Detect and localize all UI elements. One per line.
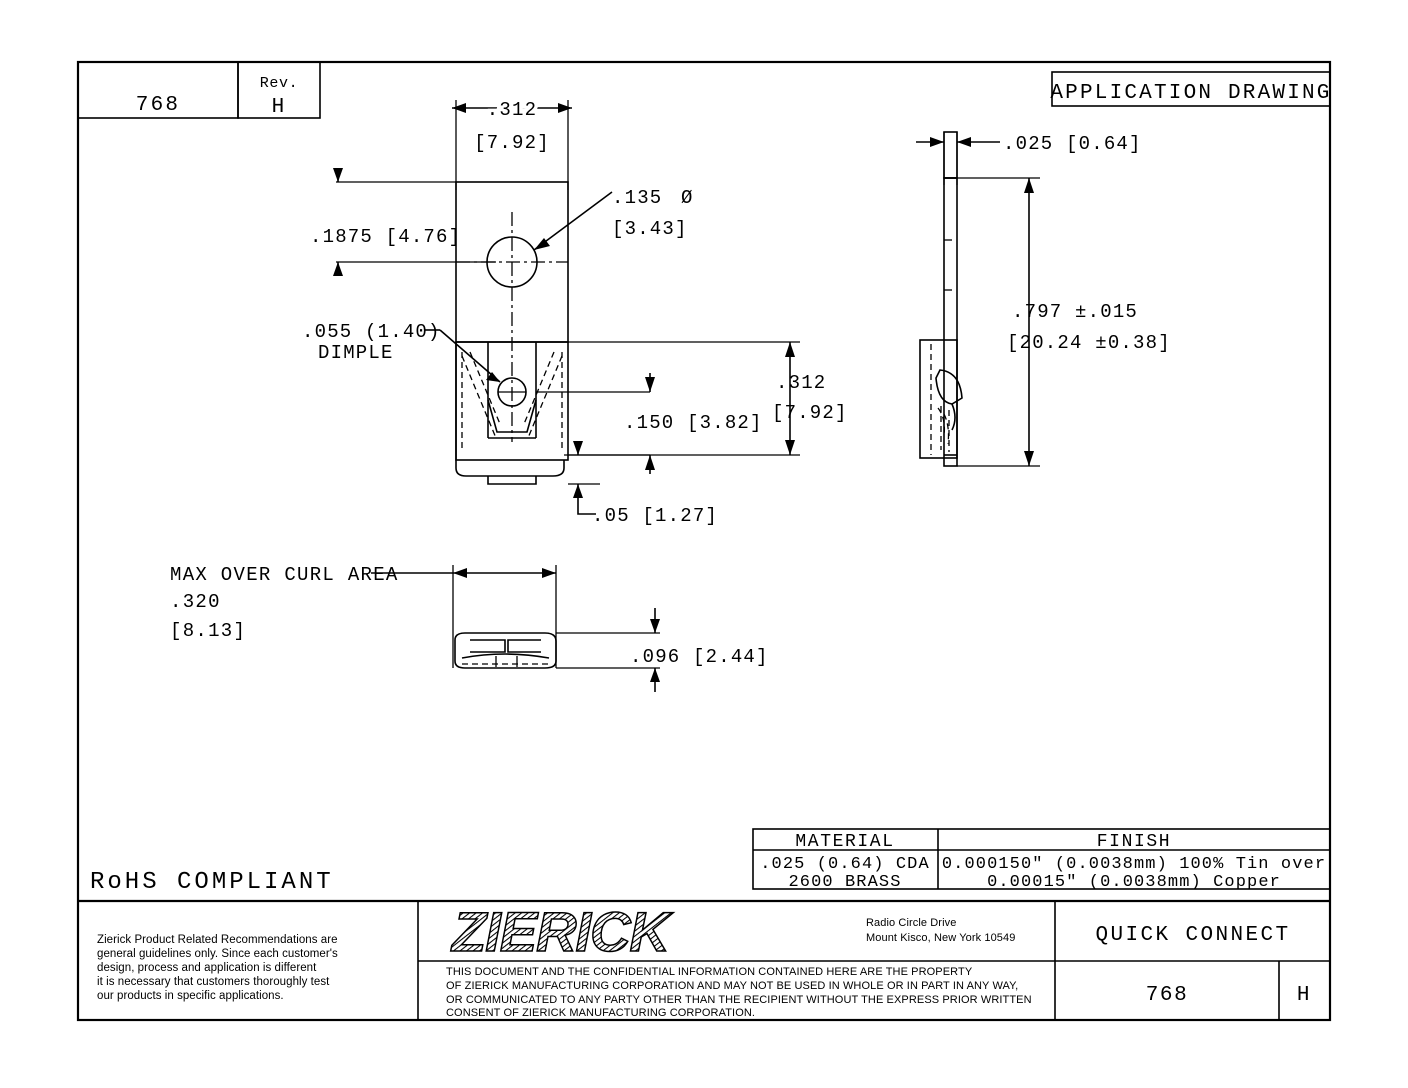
slot-height-value: .150 [3.82] <box>624 412 763 434</box>
address-line-1: Radio Circle Drive <box>866 917 956 929</box>
title-block: Zierick Product Related Recommendations … <box>78 899 1330 1020</box>
front-width-value: .312 <box>487 99 537 121</box>
header-rev-label: Rev. <box>260 75 298 92</box>
recommendations-text: Zierick Product Related Recommendations … <box>97 934 338 1002</box>
rohs-compliant-label: RoHS COMPLIANT <box>90 869 334 896</box>
hole-offset-value: .1875 [4.76] <box>310 226 461 248</box>
curl-value-in: .320 <box>170 591 221 613</box>
hole-diameter-value-mm: [3.43] <box>612 218 688 240</box>
overall-length-dimension: .797 ±.015 [20.24 ±0.38] <box>957 177 1171 467</box>
overall-length-value-mm: [20.24 ±0.38] <box>1007 332 1171 354</box>
spec-table: MATERIAL FINISH .025 (0.64) CDA 2600 BRA… <box>752 828 1331 892</box>
zierick-logo-text: ZIERICK <box>450 900 674 963</box>
side-view: .025 [0.64] .797 ±.015 [20.24 ±0.38] <box>916 131 1171 467</box>
recommendations-line-1: Zierick Product Related Recommendations … <box>97 934 338 946</box>
front-width-value-mm: [7.92] <box>474 132 550 154</box>
diameter-symbol-icon: Ø <box>681 187 694 209</box>
front-width-dimension: .312 [7.92] <box>452 96 572 190</box>
recommendations-line-4: it is necessary that customers thoroughl… <box>97 976 330 988</box>
recommendations-line-2: general guidelines only. Since each cust… <box>97 948 338 960</box>
dimple-callout: .055 (1.40) DIMPLE <box>302 321 501 383</box>
zierick-logo: ZIERICK <box>449 899 675 964</box>
material-header: MATERIAL <box>795 832 894 852</box>
product-name: QUICK CONNECT <box>1095 924 1290 947</box>
title-drawing-number: 768 <box>1146 984 1189 1007</box>
dimple-text: DIMPLE <box>318 342 394 364</box>
hole-diameter-callout: .135 Ø [3.43] <box>533 187 694 251</box>
overall-length-value: .797 ±.015 <box>1012 301 1138 323</box>
finish-value-line1: 0.000150" (0.0038mm) 100% Tin over <box>942 855 1326 874</box>
tab-height-dimension: .312 [7.92] <box>568 341 848 456</box>
finish-value-line2: 0.00015" (0.0038mm) Copper <box>987 873 1281 892</box>
thickness-value: .025 [0.64] <box>1003 133 1142 155</box>
header-rev-value: H <box>272 96 287 119</box>
hole-diameter-value: .135 <box>612 187 662 209</box>
legal-text: THIS DOCUMENT AND THE CONFIDENTIAL INFOR… <box>446 966 1032 1019</box>
legal-line-2: OF ZIERICK MANUFACTURING CORPORATION AND… <box>446 980 1018 992</box>
curl-view: MAX OVER CURL AREA .320 [8.13] .096 [2 <box>170 564 769 692</box>
curl-height-value: .096 [2.44] <box>630 646 769 668</box>
legal-line-4: CONSENT OF ZIERICK MANUFACTURING CORPORA… <box>446 1007 755 1019</box>
curl-height-dimension: .096 [2.44] <box>630 608 769 692</box>
tab-height-value: .312 <box>776 372 826 394</box>
hole-offset-dimension: .1875 [4.76] <box>310 168 461 276</box>
address-line-2: Mount Kisco, New York 10549 <box>866 932 1015 944</box>
legal-line-1: THIS DOCUMENT AND THE CONFIDENTIAL INFOR… <box>446 966 973 978</box>
max-over-curl-label: MAX OVER CURL AREA <box>170 564 399 586</box>
front-view: .312 [7.92] .1875 [4.76] .135 Ø [3.43] <box>302 96 848 528</box>
header-drawing-type-block: APPLICATION DRAWING <box>1050 71 1331 107</box>
tab-height-value-mm: [7.92] <box>772 402 848 424</box>
recommendations-line-3: design, process and application is diffe… <box>97 962 317 974</box>
dimple-value: .055 (1.40) <box>302 321 441 343</box>
foot-height-dimension: .05 [1.27] <box>568 441 718 527</box>
drawing-border <box>76 60 1332 1022</box>
curl-width-dimension <box>453 568 556 578</box>
curl-value-mm: [8.13] <box>170 620 246 642</box>
finish-header: FINISH <box>1097 832 1171 852</box>
slot-height-dimension: .150 [3.82] <box>536 373 763 474</box>
title-drawing-rev: H <box>1297 984 1311 1007</box>
application-drawing-label: APPLICATION DRAWING <box>1050 82 1331 105</box>
material-value-line2: 2600 BRASS <box>788 873 901 892</box>
material-value-line1: .025 (0.64) CDA <box>760 855 930 874</box>
recommendations-line-5: our products in specific applications. <box>97 990 284 1002</box>
header-part-number: 768 <box>136 94 180 117</box>
header-part-block: 768 Rev. H <box>77 61 321 119</box>
legal-line-3: OR COMMUNICATED TO ANY PARTY OTHER THAN … <box>446 994 1032 1006</box>
foot-height-value: .05 [1.27] <box>592 505 718 527</box>
